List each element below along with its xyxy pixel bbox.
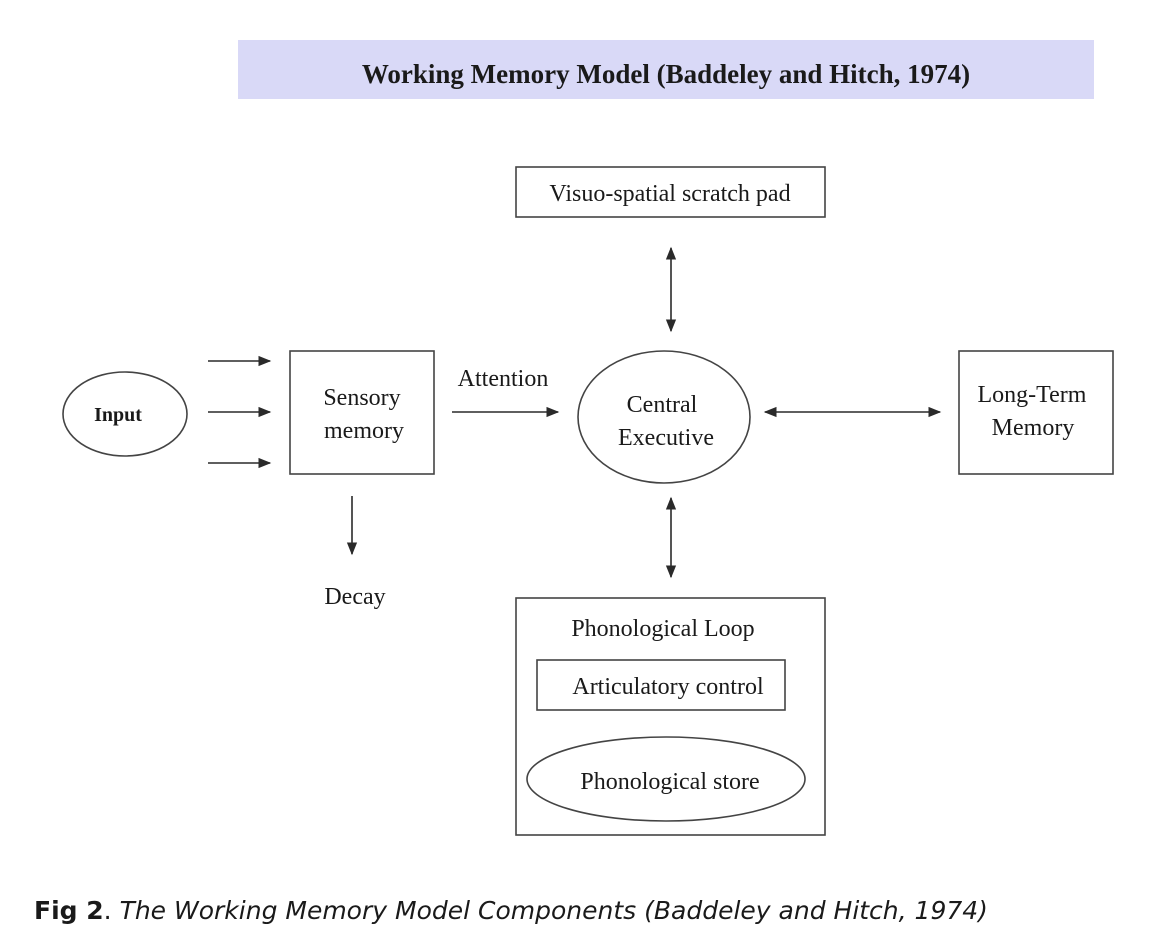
central-executive-node [577,350,751,484]
figure-caption: Fig 2. The Working Memory Model Componen… [34,896,988,925]
sensory-memory-label-line1: Sensory [323,385,400,411]
figure-caption-text: The Working Memory Model Components (Bad… [119,896,988,925]
articulatory-control-box [536,659,786,711]
phonological-store-node [526,736,806,822]
attention-label: Attention [458,366,549,392]
diagram-title: Working Memory Model (Baddeley and Hitch… [362,59,970,89]
input-node [62,371,188,457]
articulatory-control-label: Articulatory control [572,674,764,700]
central-executive-label-line2: Executive [618,425,714,451]
figure-label: Fig 2 [34,896,104,925]
title-band [238,40,1094,99]
working-memory-diagram: Working Memory Model (Baddeley and Hitch… [62,40,1114,836]
central-executive-label-line1: Central [627,392,698,418]
phonological-loop-box [515,597,826,836]
phonological-store-label: Phonological store [580,769,759,795]
sensory-memory-label-line2: memory [324,418,404,444]
phonological-loop-label: Phonological Loop [571,616,754,642]
visuo-spatial-label: Visuo-spatial scratch pad [549,181,790,207]
sensory-memory-box [289,350,435,475]
long-term-memory-box [958,350,1114,475]
long-term-memory-label-line1: Long-Term [978,382,1087,408]
long-term-memory-label-line2: Memory [992,415,1075,441]
figure-separator: . [103,896,120,925]
visuo-spatial-box [515,166,826,218]
input-label: Input [94,404,142,426]
decay-label: Decay [324,584,385,610]
